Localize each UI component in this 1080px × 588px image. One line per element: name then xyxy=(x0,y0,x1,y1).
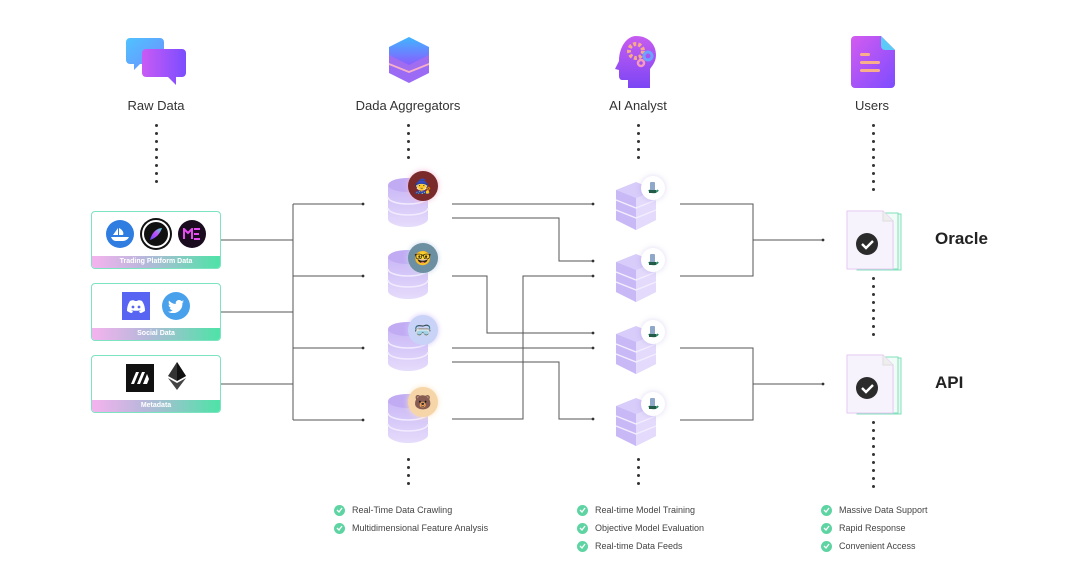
feature-text: Objective Model Evaluation xyxy=(595,523,705,533)
dotted-connector-agg-bottom xyxy=(407,458,410,490)
feature-item: Real-time Model Training xyxy=(577,501,704,519)
dotted-connector-ai-top xyxy=(637,124,640,164)
column-title-raw-data: Raw Data xyxy=(127,98,185,113)
feature-text: Massive Data Support xyxy=(839,505,928,515)
connector-ai-pair-2 xyxy=(680,347,754,421)
column-title-ai-analyst: AI Analyst xyxy=(609,98,667,113)
ethereum-icon xyxy=(168,361,186,395)
feature-text: Real-time Model Training xyxy=(595,505,696,515)
discord-icon xyxy=(122,292,150,320)
source-social: Social Data xyxy=(91,283,221,341)
source-label: Metadata xyxy=(92,400,220,412)
connector-ai-pair-1 xyxy=(680,203,754,277)
feature-text: Rapid Response xyxy=(839,523,906,533)
feature-text: Real-Time Data Crawling xyxy=(352,505,453,515)
source-label: Trading Platform Data xyxy=(92,256,220,268)
column-title-aggregators: Dada Aggregators xyxy=(355,98,461,113)
connector-agg1-ai2 xyxy=(452,217,595,263)
feature-item: Real-Time Data Crawling xyxy=(334,501,488,519)
twitter-icon xyxy=(162,292,190,320)
check-circle-icon xyxy=(821,522,832,534)
output-label-api: API xyxy=(935,373,964,392)
connector-agg2-ai3 xyxy=(452,275,595,335)
looksrare-icon xyxy=(142,220,170,248)
document-icon xyxy=(851,36,895,93)
source-metadata: Metadata xyxy=(91,355,221,413)
feature-item: Objective Model Evaluation xyxy=(577,519,704,537)
feature-item: Massive Data Support xyxy=(821,501,928,519)
magic-eden-icon xyxy=(178,220,206,248)
feature-text: Multidimensional Feature Analysis xyxy=(352,523,489,533)
check-circle-icon xyxy=(821,504,832,516)
api-document-icon xyxy=(845,354,902,415)
oracle-document-icon xyxy=(845,210,902,271)
dotted-connector-users-mid xyxy=(872,277,875,341)
stacked-layers-icon xyxy=(387,35,431,94)
column-title-users: Users xyxy=(855,98,889,113)
model-cube-icon xyxy=(614,396,658,446)
model-badge-icon xyxy=(641,248,665,272)
opensea-icon xyxy=(106,220,134,248)
dotted-connector-users-top xyxy=(872,124,875,196)
feature-item: Rapid Response xyxy=(821,519,928,537)
check-circle-icon xyxy=(577,504,588,516)
model-badge-icon xyxy=(641,176,665,200)
connector-agg3-ai4 xyxy=(452,361,595,421)
nft-avatar-icon: 🤓 xyxy=(408,243,438,273)
chat-bubbles-icon xyxy=(126,36,188,93)
output-label-oracle: Oracle xyxy=(935,229,988,248)
model-cube-icon xyxy=(614,252,658,302)
dotted-connector-users-bottom xyxy=(872,421,875,493)
dotted-connector-agg-top xyxy=(407,124,410,164)
mirror-icon xyxy=(126,364,154,392)
check-circle-icon xyxy=(577,522,588,534)
dotted-connector-raw xyxy=(155,124,158,188)
feature-text: Convenient Access xyxy=(839,541,916,551)
feature-item: Real-time Data Feeds xyxy=(577,537,704,555)
feature-item: Convenient Access xyxy=(821,537,928,555)
nft-avatar-icon: 🧙 xyxy=(408,171,438,201)
check-circle-icon xyxy=(577,540,588,552)
source-trading-platform: Trading Platform Data xyxy=(91,211,221,269)
head-gears-icon xyxy=(614,34,662,95)
model-badge-icon xyxy=(641,392,665,416)
check-circle-icon xyxy=(821,540,832,552)
model-badge-icon xyxy=(641,320,665,344)
nft-avatar-icon: 🐻 xyxy=(408,387,438,417)
feature-item: Multidimensional Feature Analysis xyxy=(334,519,488,537)
check-circle-icon xyxy=(334,504,345,516)
nft-avatar-icon: 🥽 xyxy=(408,315,438,345)
source-label: Social Data xyxy=(92,328,220,340)
feature-text: Real-time Data Feeds xyxy=(595,541,683,551)
check-circle-icon xyxy=(334,522,345,534)
dotted-connector-ai-bottom xyxy=(637,458,640,490)
